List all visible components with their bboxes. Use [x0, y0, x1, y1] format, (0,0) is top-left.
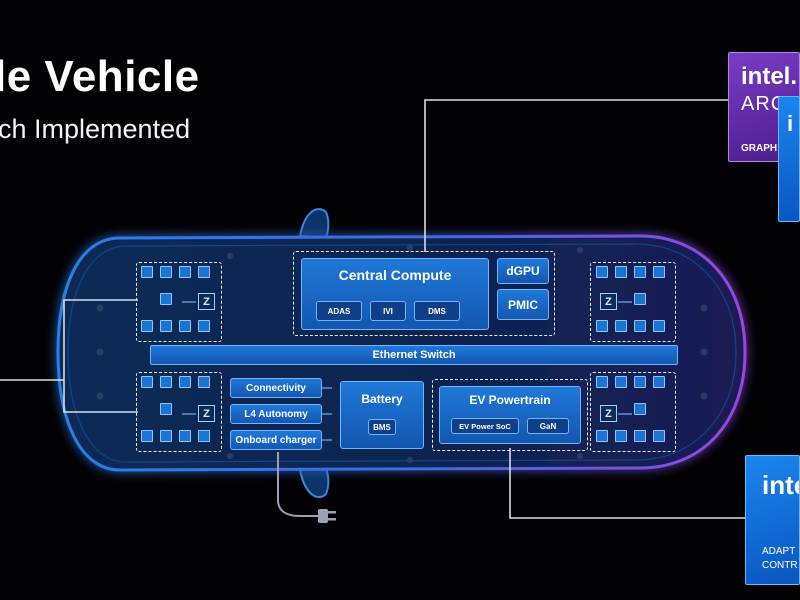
connector-adaptive	[509, 448, 745, 519]
adaptive-brand: intel	[762, 470, 799, 500]
zone-front-left	[136, 262, 222, 342]
ev-powertrain-title: EV Powertrain	[469, 393, 551, 407]
battery-title: Battery	[361, 392, 403, 406]
zone-controller-icon: Z	[600, 293, 617, 310]
mirror-bottom	[298, 466, 330, 499]
sensor-chip-icon	[179, 376, 191, 388]
dgpu-block: dGPU	[497, 258, 549, 284]
sensor-chip-icon	[160, 293, 172, 305]
ev-powertrain-block: EV Powertrain	[439, 386, 581, 444]
sensor-chip-icon	[179, 266, 191, 278]
battery-block: Battery	[340, 381, 424, 449]
sensor-chip-icon	[615, 430, 627, 442]
zone-front-right	[590, 262, 676, 342]
sensor-chip-icon	[596, 320, 608, 332]
page-title: le Vehicle	[0, 52, 200, 101]
sensor-chip-icon	[179, 430, 191, 442]
sensor-chip-icon	[634, 376, 646, 388]
module-ivi: IVI	[370, 301, 406, 321]
charger-cable	[277, 452, 318, 517]
ev-power-soc-block: EV Power SoC	[451, 418, 519, 434]
back-brand: i	[787, 111, 794, 136]
adaptive-line2: CONTR	[762, 560, 798, 571]
sensor-chip-icon	[141, 266, 153, 278]
sensor-chip-icon	[634, 403, 646, 415]
arc-line2: GRAPH	[741, 143, 778, 154]
bms-block: BMS	[368, 419, 396, 435]
connector-arc	[424, 99, 728, 252]
arc-brand: intel.	[741, 63, 798, 90]
sensor-chip-icon	[160, 430, 172, 442]
connector-left-top	[63, 299, 138, 413]
sensor-chip-icon	[160, 320, 172, 332]
sensor-chip-icon	[141, 376, 153, 388]
sensor-chip-icon	[653, 430, 665, 442]
sensor-chip-icon	[596, 376, 608, 388]
ev-powertrain-group	[432, 379, 588, 451]
adaptive-line1: ADAPT	[762, 546, 796, 557]
sensor-chip-icon	[160, 376, 172, 388]
sensor-chip-icon	[198, 430, 210, 442]
sensor-chip-icon	[198, 266, 210, 278]
zone-controller-icon: Z	[198, 293, 215, 310]
ethernet-switch: Ethernet Switch	[150, 345, 678, 365]
sensor-chip-icon	[198, 376, 210, 388]
page-subtitle: ch Implemented	[0, 114, 191, 144]
connectivity-block: Connectivity	[230, 378, 322, 398]
sensor-chip-icon	[615, 320, 627, 332]
sensor-chip-icon	[653, 320, 665, 332]
zone-rear-right	[590, 372, 676, 452]
zone-controller-icon: Z	[600, 405, 617, 422]
intel-adaptive-control-logo: intel ADAPT CONTR	[745, 455, 800, 585]
left-block-arrows	[322, 387, 332, 441]
sensor-chip-icon	[160, 266, 172, 278]
sensor-chip-icon	[634, 293, 646, 305]
intel-logo-back: i	[778, 96, 800, 222]
sensor-chip-icon	[160, 403, 172, 415]
charger-plug-icon	[318, 509, 336, 523]
gan-block: GaN	[527, 418, 569, 434]
sensor-chip-icon	[596, 266, 608, 278]
pmic-block: PMIC	[497, 289, 549, 320]
module-dms: DMS	[414, 301, 460, 321]
mirror-top	[298, 208, 330, 240]
sensor-chip-icon	[141, 430, 153, 442]
sensor-chip-icon	[653, 376, 665, 388]
sensor-chip-icon	[634, 266, 646, 278]
arc-line1: ARC	[741, 93, 787, 115]
zone-rear-left	[136, 372, 222, 452]
sensor-chip-icon	[615, 376, 627, 388]
sensor-chip-icon	[634, 430, 646, 442]
sensor-chip-icon	[634, 320, 646, 332]
central-compute-title: Central Compute	[338, 267, 452, 283]
sensor-chip-icon	[179, 320, 191, 332]
sensor-chip-icon	[596, 430, 608, 442]
sensor-chip-icon	[141, 320, 153, 332]
l4-autonomy-block: L4 Autonomy	[230, 404, 322, 424]
zone-controller-icon: Z	[198, 405, 215, 422]
central-compute-group	[293, 251, 555, 336]
onboard-charger-block: Onboard charger	[230, 430, 322, 450]
module-adas: ADAS	[316, 301, 362, 321]
sensor-chip-icon	[198, 320, 210, 332]
sensor-chip-icon	[653, 266, 665, 278]
sensor-chip-icon	[615, 266, 627, 278]
